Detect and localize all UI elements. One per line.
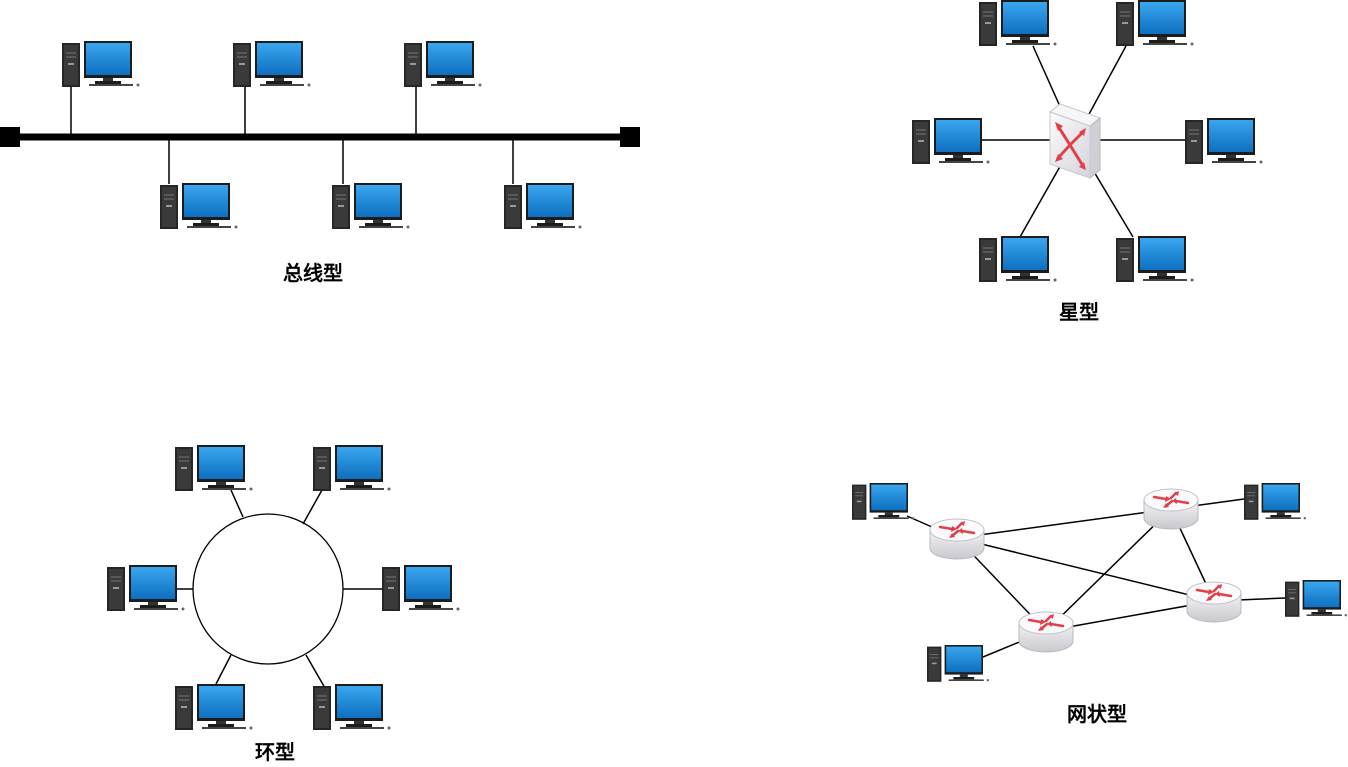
desktop-computer-icon (1184, 117, 1263, 165)
bus-topology-label: 总线型 (283, 261, 343, 285)
bus-terminator-left (0, 127, 20, 147)
desktop-computer-icon (1115, 235, 1194, 283)
bus-topology (0, 40, 640, 230)
desktop-computer-icon (403, 40, 482, 88)
desktop-computer-icon (174, 683, 253, 731)
router-icon (1017, 610, 1075, 654)
mesh-topology-label: 网状型 (1067, 702, 1127, 726)
star-topology (911, 0, 1263, 283)
router-icon (1185, 580, 1243, 624)
desktop-computer-icon (312, 683, 391, 731)
desktop-computer-icon (911, 117, 990, 165)
desktop-computer-icon (312, 444, 391, 492)
desktop-computer-icon (851, 482, 915, 521)
star-topology-label: 星型 (1059, 300, 1099, 324)
desktop-computer-icon (1243, 482, 1307, 521)
desktop-computer-icon (381, 564, 460, 612)
desktop-computer-icon (232, 40, 311, 88)
desktop-computer-icon (978, 0, 1057, 47)
desktop-computer-icon (1284, 579, 1348, 618)
desktop-computer-icon (106, 564, 185, 612)
router-icon (1142, 487, 1200, 531)
desktop-computer-icon (503, 182, 582, 230)
desktop-computer-icon (159, 182, 238, 230)
desktop-computer-icon (61, 40, 140, 88)
desktop-computer-icon (1115, 0, 1194, 47)
ring-topology-label: 环型 (255, 740, 295, 764)
desktop-computer-icon (331, 182, 410, 230)
bus-terminator-right (620, 127, 640, 147)
mesh-topology (851, 482, 1348, 683)
router-icon (928, 517, 986, 561)
switch-icon (1048, 102, 1102, 180)
ring-circle (192, 513, 344, 665)
ring-topology (106, 444, 460, 731)
desktop-computer-icon (978, 235, 1057, 283)
desktop-computer-icon (926, 644, 990, 683)
desktop-computer-icon (174, 444, 253, 492)
